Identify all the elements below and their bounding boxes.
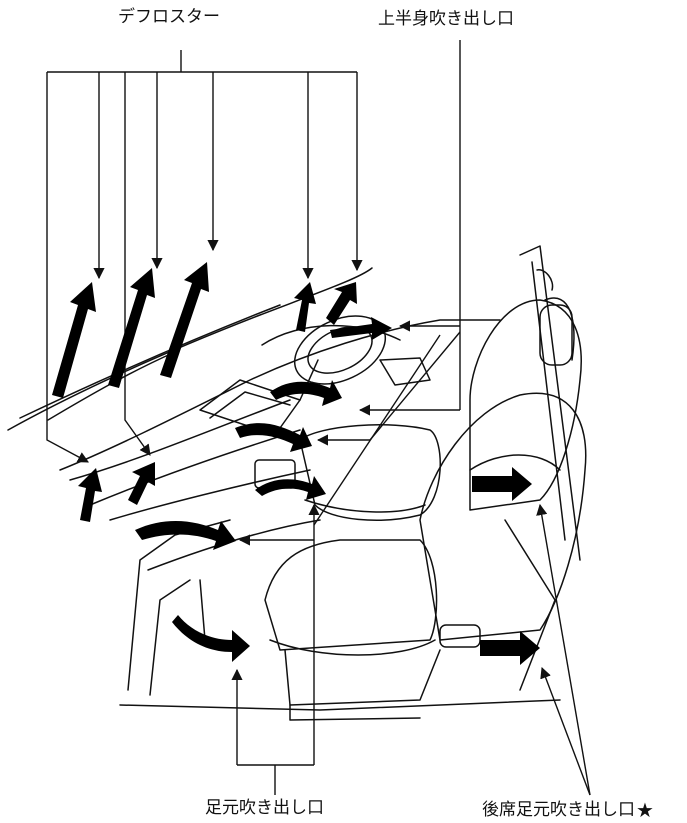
rear-foot-vent-arrow-upper — [472, 467, 532, 501]
upper-vent-leader-lines — [318, 40, 460, 440]
rear-foot-vent-text: 後席足元吹き出し口 — [482, 800, 635, 820]
foot-vent-label: 足元吹き出し口 — [205, 800, 324, 817]
defroster-airflow-arrow-3 — [160, 262, 209, 378]
side-window-arrow-mid — [128, 462, 155, 505]
foot-vent-arrow — [172, 615, 250, 662]
defroster-airflow-arrow-1 — [52, 282, 96, 398]
star-mark-icon: ★ — [636, 798, 654, 822]
upper-body-vent-label: 上半身吹き出し口 — [378, 11, 514, 28]
upper-vent-arrow-passenger — [135, 521, 236, 550]
defroster-leader-lines — [47, 50, 357, 462]
rear-vent-leader-lines — [540, 505, 590, 795]
driver-defroster-arrow — [294, 282, 316, 332]
foot-vent-leader-lines — [237, 335, 440, 795]
rear-foot-vent-label: 後席足元吹き出し口★ — [482, 800, 654, 820]
defroster-label: デフロスター — [118, 9, 220, 26]
defroster-airflow-arrow-2 — [108, 268, 155, 388]
